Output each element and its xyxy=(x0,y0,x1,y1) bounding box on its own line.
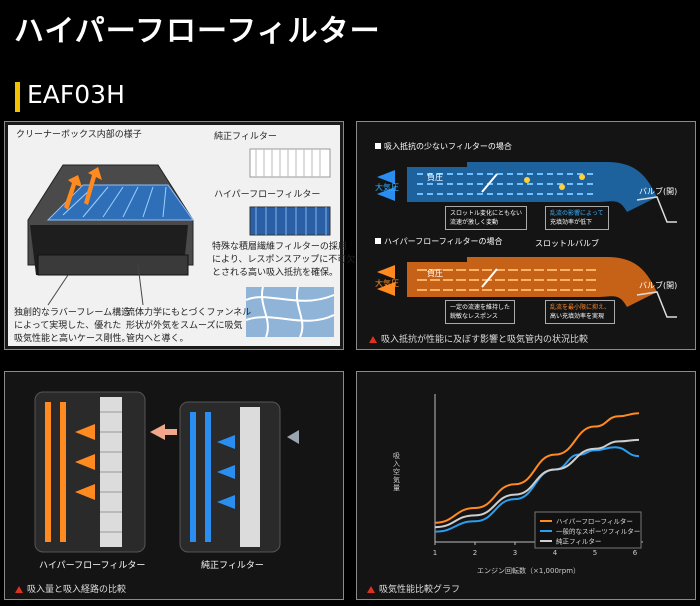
flow-caption: 吸入抵抗が性能に及ぼす影響と吸気管内の状況比較 xyxy=(369,332,588,345)
cleaner-box-drawing xyxy=(27,148,335,338)
x-axis-label: エンジン回転数（×1,000rpm） xyxy=(477,567,581,575)
negative-pressure-label-1: 負圧 xyxy=(427,173,443,182)
standard-filter-diagram-label: 純正フィルター xyxy=(201,561,264,571)
graph-caption: 吸気性能比較グラフ xyxy=(367,582,460,595)
x-tick-label: 3 xyxy=(513,549,517,557)
legend-label-0: ハイパーフローフィルター xyxy=(556,517,633,526)
panel-flow-comparison: 吸入抵抗の少ないフィルターの場合 ハイパーフローフィルターの場合 大気圧 負圧 … xyxy=(356,121,696,350)
atmosphere-label-2: 大気圧 xyxy=(375,279,399,288)
cleaner-box-label: クリーナーボックス内部の様子 xyxy=(16,130,142,140)
funnel-description: 流体力学にもとづくファンネル形状が外気をスムーズに吸気管内へと導く。 xyxy=(126,308,252,344)
valve-open-label-2: バルブ(開) xyxy=(639,281,678,290)
series-line-2 xyxy=(434,438,640,529)
legend-box xyxy=(534,511,642,549)
x-tick-label: 5 xyxy=(593,549,597,557)
x-tick-label: 4 xyxy=(553,549,558,557)
legend-label-1: 一般的なスポーツフィルター xyxy=(556,527,640,536)
fiber-description: 特殊な積層繊維フィルターの採用により、レスポンスアップに不可欠とされる高い吸入抵… xyxy=(212,242,356,278)
intake-diagram xyxy=(34,391,299,553)
page-title: ハイパーフローフィルター xyxy=(14,14,381,49)
negative-pressure-label-2: 負圧 xyxy=(427,269,443,278)
case1-title: 吸入抵抗の少ないフィルターの場合 xyxy=(375,141,512,152)
hyper-filter-label: ハイパーフローフィルター xyxy=(214,190,321,200)
standard-filter-label: 純正フィルター xyxy=(214,132,277,142)
panel-performance-graph: 1 2 3 4 5 6 ハイパーフローフィルター一般的なスポーツフィルター純正フィルター 吸… xyxy=(356,371,696,600)
atmosphere-label-1: 大気圧 xyxy=(375,183,399,192)
accent-bar xyxy=(15,82,20,112)
info-box-2: 乱流の影響によって充填効率が低下 xyxy=(545,206,609,230)
series-line-0 xyxy=(434,412,640,524)
flow-diagram xyxy=(377,162,677,318)
x-tick-label: 2 xyxy=(473,549,477,557)
rubber-frame-description: 独創的なラバーフレーム構造によって実現した、優れた吸気性能と高いケース剛性。 xyxy=(14,308,131,344)
warning-triangle-icon xyxy=(369,336,377,343)
y-axis-label: 吸入空気量 xyxy=(393,452,400,492)
warning-triangle-icon xyxy=(15,586,23,593)
x-tick-label: 1 xyxy=(433,549,437,557)
info-box-3: 一定の流速を維持した鋭敏なレスポンス xyxy=(445,300,516,324)
series-line-1 xyxy=(434,446,640,533)
case2-title: ハイパーフローフィルターの場合 xyxy=(375,236,503,247)
panel-cleaner-box: クリーナーボックス内部の様子 xyxy=(4,121,355,350)
throttle-valve-label: スロットルバルブ xyxy=(535,239,599,248)
panel-intake-comparison: ハイパーフローフィルター 純正フィルター 吸入量と吸入経路の比較 xyxy=(4,371,344,600)
hyper-filter-diagram-label: ハイパーフローフィルター xyxy=(39,561,146,571)
legend-label-2: 純正フィルター xyxy=(556,537,601,546)
info-box-4: 乱流を最小限に抑え、高い充填効率を実現 xyxy=(545,300,616,324)
info-box-1: スロットル変化にともない流速が激しく変動 xyxy=(445,206,528,230)
cleaner-box-illustration: クリーナーボックス内部の様子 xyxy=(8,125,355,346)
x-tick-label: 6 xyxy=(633,549,638,557)
intake-caption: 吸入量と吸入経路の比較 xyxy=(15,582,126,595)
warning-triangle-icon xyxy=(367,586,375,593)
model-number: EAF03H xyxy=(27,80,125,109)
valve-open-label-1: バルブ(開) xyxy=(639,187,678,196)
